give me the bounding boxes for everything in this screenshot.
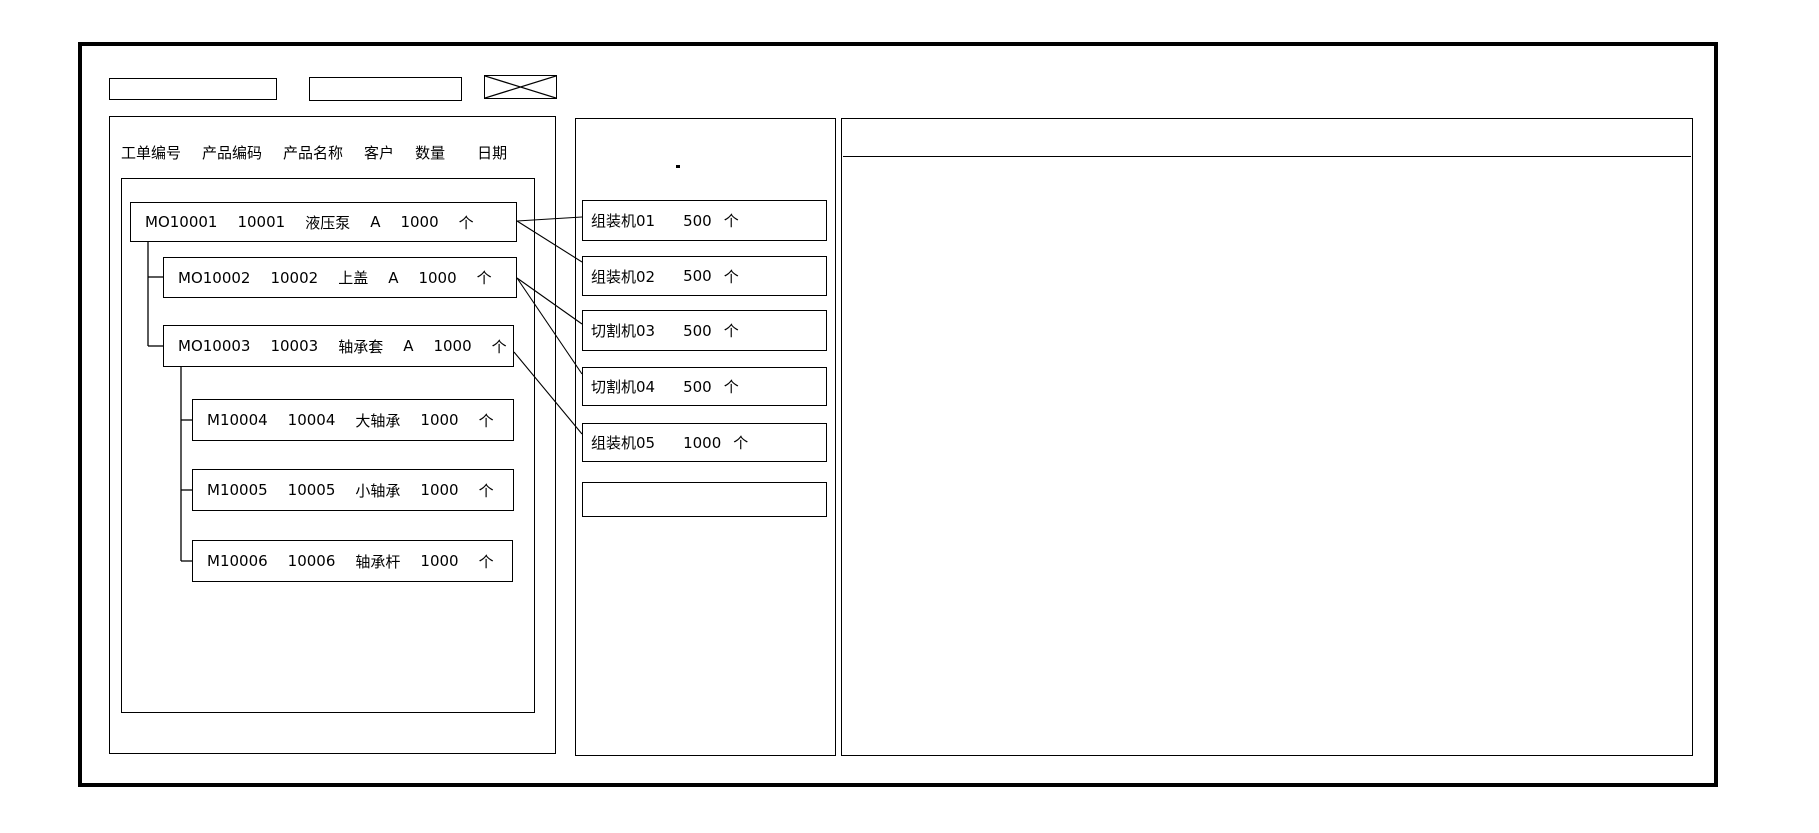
quantity-cell: 1000 <box>420 552 459 570</box>
detail-panel <box>841 118 1693 756</box>
machine-box-01[interactable]: 组装机01 500 个 <box>582 200 827 241</box>
col-header-product-name: 产品名称 <box>283 143 344 162</box>
machine-name-cell: 切割机03 <box>591 322 656 340</box>
product-name-cell: 液压泵 <box>305 213 351 232</box>
machine-qty-cell: 500 <box>683 321 712 340</box>
col-header-customer: 客户 <box>364 143 395 162</box>
order-row-mo10003[interactable]: MO10003 10003 轴承套 A 1000 个 <box>163 325 514 367</box>
product-name-cell: 小轴承 <box>355 481 401 500</box>
col-header-quantity: 数量 <box>415 143 446 162</box>
unit-cell: 个 <box>476 269 492 287</box>
machine-name-cell: 切割机04 <box>591 378 656 396</box>
machine-unit-cell: 个 <box>723 378 739 396</box>
order-id-cell: M10005 <box>207 481 268 499</box>
col-header-date: 日期 <box>477 143 508 162</box>
product-code-cell: 10001 <box>237 213 286 231</box>
close-x-icon <box>485 76 556 98</box>
order-row-m10004[interactable]: M10004 10004 大轴承 1000 个 <box>192 399 514 441</box>
window-frame <box>78 42 1718 787</box>
product-name-cell: 轴承套 <box>338 337 384 356</box>
col-header-product-code: 产品编码 <box>202 143 263 162</box>
order-id-cell: M10006 <box>207 552 268 570</box>
quantity-cell: 1000 <box>420 481 459 499</box>
machine-unit-cell: 个 <box>723 267 739 286</box>
machine-qty-cell: 1000 <box>683 433 722 452</box>
machine-qty-cell: 500 <box>683 377 712 396</box>
close-button[interactable] <box>484 75 557 99</box>
product-name-cell: 轴承杆 <box>355 552 401 571</box>
col-header-order-no: 工单编号 <box>121 143 182 162</box>
customer-cell: A <box>403 337 414 355</box>
order-id-cell: MO10001 <box>145 213 218 231</box>
unit-cell: 个 <box>478 411 494 430</box>
quantity-cell: 1000 <box>400 213 439 231</box>
machine-unit-cell: 个 <box>723 212 739 230</box>
machine-name-cell: 组装机05 <box>591 434 656 452</box>
toolbar-field-2[interactable] <box>309 77 462 101</box>
quantity-cell: 1000 <box>420 411 459 429</box>
order-row-mo10001[interactable]: MO10001 10001 液压泵 A 1000 个 <box>130 202 517 242</box>
unit-cell: 个 <box>478 552 494 571</box>
machine-box-empty[interactable] <box>582 482 827 517</box>
detail-panel-header-divider <box>843 156 1691 157</box>
unit-cell: 个 <box>478 481 494 500</box>
machine-box-04[interactable]: 切割机04 500 个 <box>582 367 827 406</box>
unit-cell: 个 <box>491 337 507 356</box>
column-header-row: 工单编号 产品编码 产品名称 客户 数量 日期 <box>121 141 507 163</box>
machine-qty-cell: 500 <box>683 211 712 230</box>
order-id-cell: MO10003 <box>178 337 251 355</box>
toolbar-field-1[interactable] <box>109 78 277 100</box>
machine-box-05[interactable]: 组装机05 1000 个 <box>582 423 827 462</box>
machine-unit-cell: 个 <box>733 434 749 452</box>
machine-name-cell: 组装机01 <box>591 212 656 230</box>
quantity-cell: 1000 <box>433 337 472 355</box>
stray-dot <box>676 165 680 168</box>
order-row-mo10002[interactable]: MO10002 10002 上盖 A 1000 个 <box>163 257 517 298</box>
product-name-cell: 大轴承 <box>355 411 401 430</box>
customer-cell: A <box>388 268 399 287</box>
quantity-cell: 1000 <box>418 268 457 287</box>
product-code-cell: 10004 <box>287 411 336 429</box>
machine-unit-cell: 个 <box>723 322 739 340</box>
product-name-cell: 上盖 <box>338 269 369 287</box>
machine-qty-cell: 500 <box>683 267 712 285</box>
unit-cell: 个 <box>458 213 474 232</box>
order-id-cell: MO10002 <box>178 268 251 287</box>
machine-name-cell: 组装机02 <box>591 267 656 286</box>
machine-box-02[interactable]: 组装机02 500 个 <box>582 256 827 296</box>
order-id-cell: M10004 <box>207 411 268 429</box>
product-code-cell: 10003 <box>270 337 319 355</box>
machine-box-03[interactable]: 切割机03 500 个 <box>582 310 827 351</box>
product-code-cell: 10005 <box>287 481 336 499</box>
order-row-m10005[interactable]: M10005 10005 小轴承 1000 个 <box>192 469 514 511</box>
customer-cell: A <box>370 213 381 231</box>
product-code-cell: 10006 <box>287 552 336 570</box>
order-row-m10006[interactable]: M10006 10006 轴承杆 1000 个 <box>192 540 513 582</box>
product-code-cell: 10002 <box>270 268 319 287</box>
